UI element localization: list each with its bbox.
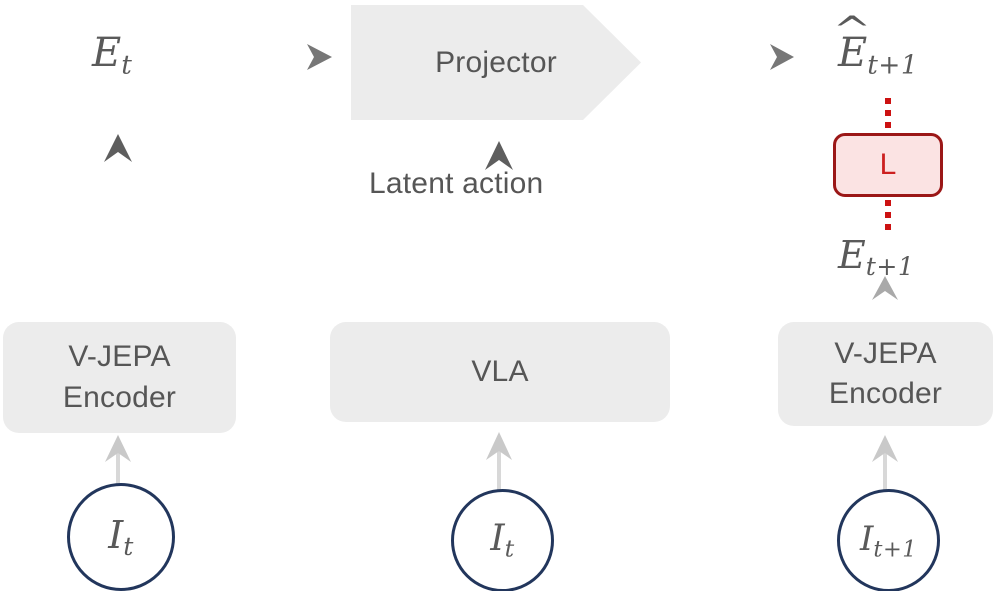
- encoder-right-line2: Encoder: [828, 377, 943, 410]
- image-right-base: I: [859, 518, 874, 559]
- latent-action-label: Latent action: [369, 165, 543, 203]
- arrow-up-icon-imageleft-to-encoder: [105, 435, 131, 485]
- vla-label: VLA: [471, 354, 529, 388]
- encoder-left-line1: V-JEPA: [68, 340, 171, 373]
- image-mid-base: I: [490, 518, 505, 560]
- embedding-target-label: Et+1: [838, 233, 914, 281]
- image-left-base: I: [108, 512, 124, 557]
- embedding-target-sub: t+1: [865, 252, 915, 282]
- loss-label: L: [879, 148, 897, 181]
- image-input-mid[interactable]: It: [451, 489, 554, 591]
- image-mid-sub: t: [504, 534, 515, 563]
- image-left-sub: t: [123, 532, 134, 561]
- encoder-right-node[interactable]: V-JEPA Encoder: [778, 322, 993, 426]
- encoder-right-line1: V-JEPA: [834, 336, 937, 370]
- arrow-right-icon-projector-to-ehat: [680, 44, 794, 70]
- projector-node[interactable]: Projector: [351, 5, 641, 120]
- arrow-up-icon-encoder-to-etplus1: [872, 276, 898, 322]
- vla-node[interactable]: VLA: [330, 322, 670, 422]
- embedding-predicted-label: Et+1: [838, 30, 918, 80]
- vertical-dots-icon-lower: [885, 200, 891, 230]
- embedding-predicted-base: E: [838, 30, 867, 76]
- embedding-predicted-sub: t+1: [867, 49, 919, 81]
- encoder-left-line2: Encoder: [62, 380, 177, 414]
- encoder-left-node[interactable]: V-JEPA Encoder: [3, 322, 236, 433]
- projector-shape: [351, 5, 641, 120]
- image-input-left[interactable]: It: [67, 483, 175, 591]
- latent-action-line1: Latent: [369, 167, 454, 200]
- loss-node[interactable]: L: [833, 133, 943, 197]
- arrow-right-icon-et-to-projector: [190, 44, 332, 70]
- embedding-current-base: E: [92, 30, 122, 76]
- image-input-right[interactable]: It+1: [837, 489, 940, 591]
- arrow-up-icon-encoder-to-et: [104, 134, 132, 318]
- embedding-current-sub: t: [121, 49, 133, 81]
- vertical-dots-icon-upper: [885, 98, 891, 128]
- arrow-up-icon-imageright-to-encoder: [872, 435, 898, 491]
- arrow-up-icon-imagemid-to-vla: [486, 432, 512, 491]
- image-right-sub: t+1: [873, 536, 918, 563]
- embedding-target-base: E: [838, 233, 866, 277]
- embedding-current-label: Et: [92, 30, 132, 80]
- latent-action-line2: action: [462, 167, 544, 200]
- arrow-up-icon-vla-to-projector: [485, 141, 513, 320]
